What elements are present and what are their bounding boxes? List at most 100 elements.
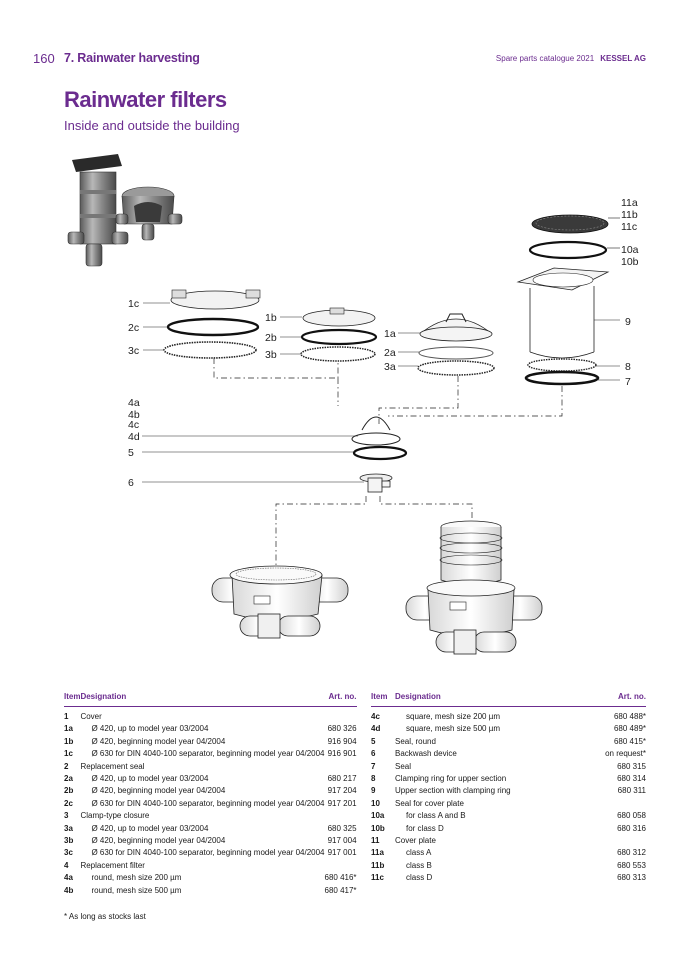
part-designation: Ø 420, up to model year 03/2004	[91, 724, 209, 734]
part-designation: class D	[406, 873, 433, 883]
footnote: * As long as stocks last	[64, 912, 146, 921]
part-article-number: 916 901	[327, 749, 357, 759]
part-item-number: 2c	[64, 798, 73, 808]
table-row: 10a for class A and B 680 058	[371, 810, 646, 822]
part-designation: square, mesh size 200 µm	[406, 712, 500, 721]
part-article-number: 917 204	[327, 786, 357, 796]
part-article-number: 680 058	[617, 811, 646, 821]
part-item-number: 9	[371, 786, 376, 796]
callout-2b: 2b	[265, 332, 277, 344]
callout-4d: 4d	[128, 431, 140, 443]
product-photo	[67, 154, 183, 267]
cover-1a	[419, 313, 493, 342]
part-article-number	[325, 707, 357, 724]
table-row: 3b Ø 420, beginning model year 04/2004 917…	[64, 835, 357, 847]
clamp-3c	[163, 341, 257, 359]
header-designation: Designation	[395, 690, 581, 707]
part-item-number: 10b	[371, 823, 385, 833]
seal-2c	[166, 317, 260, 337]
part-article-number	[580, 798, 646, 810]
part-designation: round, mesh size 200 µm	[91, 873, 182, 883]
part-item-number: 10a	[371, 811, 385, 821]
callout-6: 6	[128, 477, 134, 489]
part-item-number: 3b	[64, 836, 74, 846]
part-article-number	[580, 835, 646, 847]
table-row: 11 Cover plate	[371, 835, 646, 847]
part-item-number: 11c	[371, 873, 384, 883]
page-number: 160	[33, 51, 55, 66]
running-header: Spare parts catalogue 2021 KESSEL AG	[496, 54, 646, 63]
part-designation: Replacement seal	[80, 761, 145, 771]
cover-plate-seal	[528, 240, 608, 260]
catalogue-label: Spare parts catalogue 2021	[495, 54, 595, 63]
part-item-number: 6	[371, 749, 376, 759]
clamp-3a	[417, 360, 495, 376]
part-article-number: 916 904	[327, 736, 357, 746]
part-item-number: 4	[64, 860, 69, 870]
part-item-number: 3c	[64, 848, 73, 858]
seal-5	[352, 445, 408, 461]
part-designation: for class A and B	[406, 811, 466, 821]
part-designation: round, mesh size 500 µm	[91, 885, 182, 895]
part-designation: Ø 420, beginning model year 04/2004	[91, 786, 226, 796]
cover-1c	[170, 289, 261, 310]
part-article-number: 680 415*	[613, 736, 646, 746]
part-article-number: 680 417*	[324, 885, 357, 895]
callout-10b: 10b	[621, 256, 639, 268]
callout-4a: 4a	[128, 397, 140, 409]
part-designation: class A	[406, 848, 432, 858]
part-item-number: 1	[64, 712, 69, 721]
callout-3c: 3c	[128, 345, 139, 357]
part-item-number: 4a	[64, 873, 73, 883]
part-item-number: 3a	[64, 823, 73, 833]
filter-housing-right	[405, 520, 543, 655]
chapter-title: 7. Rainwater harvesting	[64, 51, 200, 65]
part-item-number: 4c	[371, 712, 380, 721]
part-designation: Ø 420, beginning model year 04/2004	[91, 836, 226, 846]
callout-7: 7	[625, 376, 631, 388]
part-item-number: 4d	[371, 724, 381, 734]
seal-1b-2b	[300, 328, 378, 346]
callout-5: 5	[128, 447, 134, 459]
part-article-number: 917 201	[327, 798, 357, 808]
part-designation: Cover	[80, 712, 102, 721]
callout-3a: 3a	[384, 361, 396, 373]
part-designation: Seal for cover plate	[395, 798, 464, 808]
page-subtitle: Inside and outside the building	[64, 118, 240, 133]
brand-name: KESSEL AG	[600, 54, 646, 63]
part-article-number: 680 553	[617, 860, 646, 870]
part-article-number: 680 315	[617, 761, 646, 771]
clamp-3b	[300, 346, 376, 362]
callout-11c: 11c	[621, 221, 637, 233]
part-article-number: 680 312	[617, 848, 646, 858]
part-designation: Ø 420, up to model year 03/2004	[91, 823, 209, 833]
part-article-number: 917 004	[327, 836, 357, 846]
part-designation: Seal, round	[395, 736, 436, 746]
callout-2c: 2c	[128, 322, 139, 334]
clamping-ring	[527, 358, 597, 372]
part-designation: Clamping ring for upper section	[395, 774, 507, 784]
part-article-number: 680 311	[617, 786, 646, 796]
callout-4b: 4b	[128, 409, 140, 421]
table-row: 2 Replacement seal	[64, 761, 357, 773]
part-article-number: 680 217	[327, 774, 357, 784]
part-designation: Cover plate	[395, 836, 436, 846]
part-item-number: 1b	[64, 736, 74, 746]
header-art-no: Art. no.	[324, 690, 357, 707]
part-item-number: 2	[64, 761, 69, 771]
part-item-number: 11	[371, 836, 380, 846]
